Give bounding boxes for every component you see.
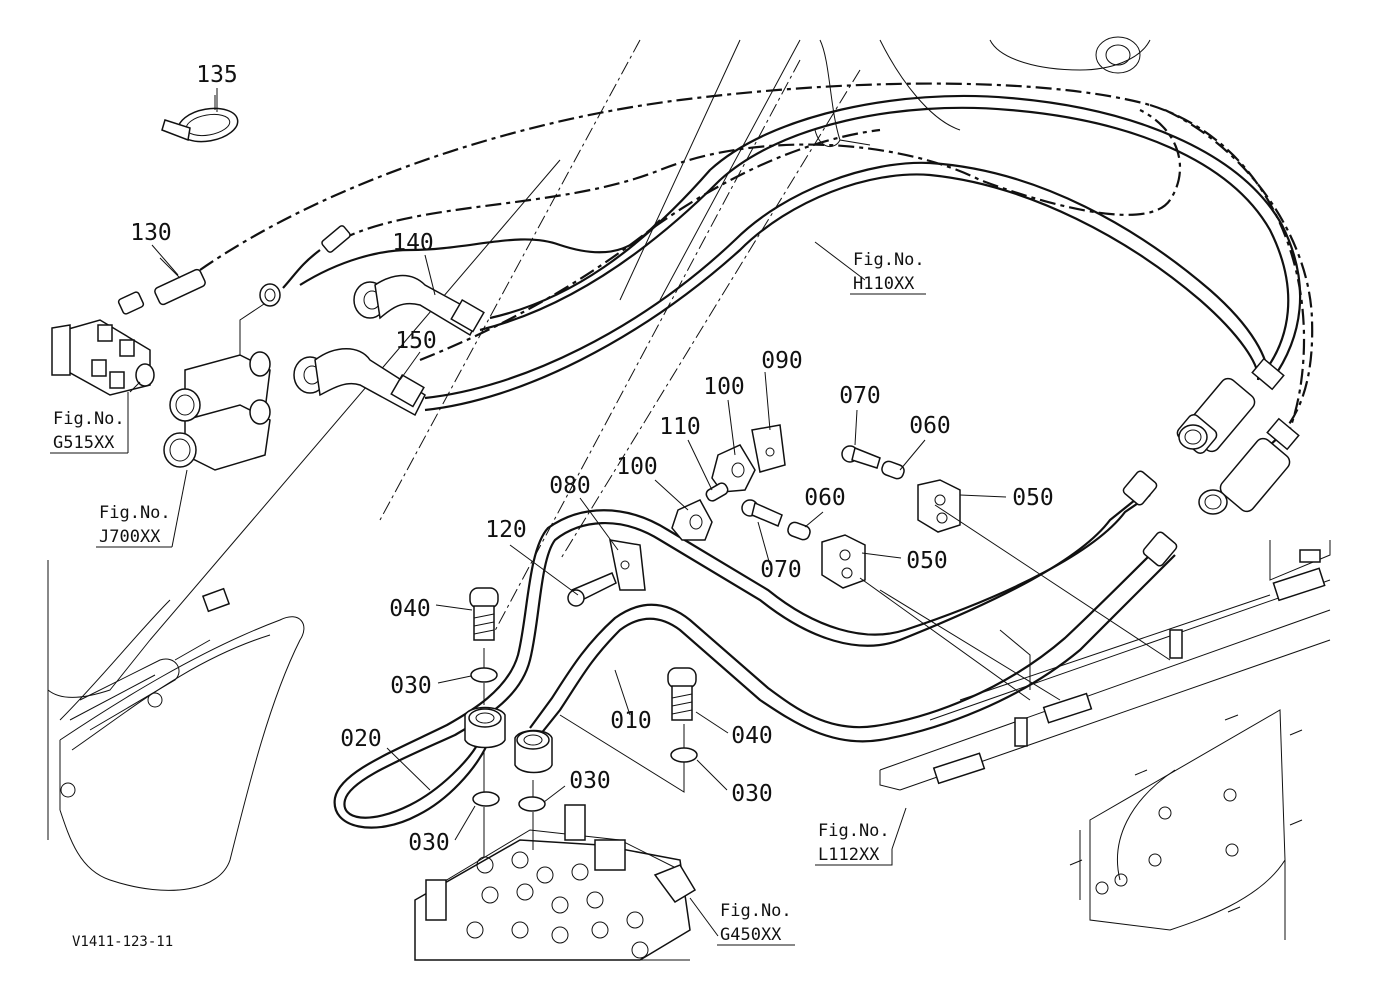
callout-030-bottom: 030 <box>408 830 450 856</box>
solid-hose-set <box>299 94 1302 412</box>
callout-090: 090 <box>761 348 803 374</box>
fig-ref-h110-label: Fig.No. <box>853 250 925 270</box>
banjo-fittings <box>464 706 553 774</box>
callout-040-right: 040 <box>731 723 773 749</box>
bolts-070 <box>741 445 905 541</box>
fig-ref-l112-label: Fig.No. <box>818 821 890 841</box>
fig-ref-j700-label: Fig.No. <box>99 503 171 523</box>
fig-ref-g450-code: G450XX <box>720 925 782 945</box>
fig-ref-h110-code: H110XX <box>853 274 915 294</box>
fig-ref-g450-label: Fig.No. <box>720 901 792 921</box>
callout-010: 010 <box>610 708 652 734</box>
callout-150: 150 <box>395 328 437 354</box>
banjo-bolts-040 <box>469 587 697 721</box>
drawing-code: V1411-123-11 <box>72 934 173 950</box>
hose-end-140 <box>259 274 485 337</box>
fig-ref-g515-code: G515XX <box>53 433 115 453</box>
callout-100-upper: 100 <box>703 374 745 400</box>
callout-030-center: 030 <box>569 768 611 794</box>
fig-ref-g515: Fig.No. G515XX <box>50 409 128 454</box>
washers-030 <box>470 667 698 812</box>
clamp-parts <box>567 424 786 607</box>
hose-end-150 <box>293 348 426 417</box>
hydraulic-tubes <box>333 494 1176 829</box>
fig-ref-g450: Fig.No. G450XX <box>717 901 795 946</box>
right-coupler-assemblies <box>1122 357 1300 567</box>
callout-020: 020 <box>340 726 382 752</box>
callout-050-upper: 050 <box>1012 485 1054 511</box>
fig-ref-g515-label: Fig.No. <box>53 409 125 429</box>
callout-030-left: 030 <box>390 673 432 699</box>
valve-block-g515 <box>51 319 155 396</box>
adapter-130 <box>117 257 206 315</box>
callout-130: 130 <box>130 220 172 246</box>
dashed-hose-set <box>199 82 1314 446</box>
callout-070-lower: 070 <box>760 557 802 583</box>
fig-ref-l112: Fig.No. L112XX <box>815 821 893 866</box>
clamp-blocks-050 <box>821 479 961 589</box>
fig-ref-j700: Fig.No. J700XX <box>96 503 172 548</box>
callout-135: 135 <box>196 62 238 88</box>
figure-references: Fig.No. H110XX Fig.No. G515XX Fig.No. J7… <box>50 250 926 946</box>
fig-ref-j700-code: J700XX <box>99 527 161 547</box>
control-valve-g450 <box>414 804 697 961</box>
leader-lines <box>127 88 1171 937</box>
callout-080: 080 <box>549 473 591 499</box>
callout-060-lower: 060 <box>804 485 846 511</box>
right-frame-outline <box>879 540 1331 940</box>
callout-060-upper: 060 <box>909 413 951 439</box>
fig-ref-l112-code: L112XX <box>818 845 880 865</box>
callout-030-right: 030 <box>731 781 773 807</box>
part-callouts: 135 130 140 150 090 100 110 100 070 060 … <box>130 62 1054 856</box>
cable-tie-135 <box>161 95 239 143</box>
callout-120: 120 <box>485 517 527 543</box>
fig-ref-h110: Fig.No. H110XX <box>850 250 926 295</box>
callout-050-lower: 050 <box>906 548 948 574</box>
callout-140: 140 <box>392 230 434 256</box>
callout-110: 110 <box>659 414 701 440</box>
hose-tail-upper <box>282 225 351 289</box>
callout-040-left: 040 <box>389 596 431 622</box>
callout-070-upper: 070 <box>839 383 881 409</box>
quick-coupler-j700 <box>163 299 271 471</box>
callout-100-lower: 100 <box>616 454 658 480</box>
background-frame-outline <box>47 36 1151 891</box>
